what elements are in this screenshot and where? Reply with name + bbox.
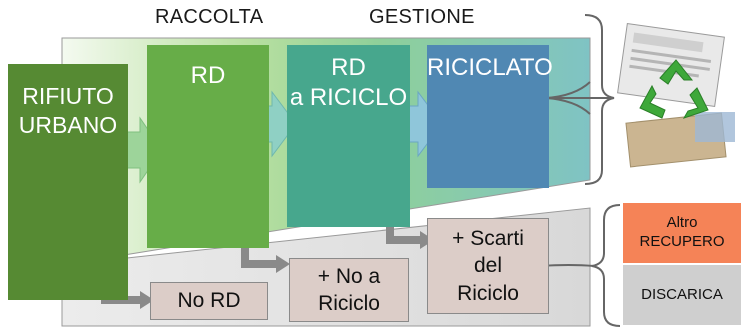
rd-riciclo-line-1: RD: [331, 54, 366, 81]
no-rd-label: No RD: [177, 289, 241, 313]
box-altro-recupero: Altro RECUPERO: [623, 203, 741, 263]
rd-riciclo-line-2: a RICICLO: [289, 84, 408, 111]
altro-line-2: RECUPERO: [639, 233, 725, 250]
no-riciclo-line-2: Riciclo: [318, 292, 380, 315]
box-no-riciclo: + No a Riciclo: [289, 258, 409, 322]
rifiuto-line-1: RIFIUTO: [22, 83, 114, 109]
bottom-brace: [591, 204, 621, 327]
header-gestione: GESTIONE: [369, 6, 475, 28]
top-brace: [584, 14, 615, 185]
altro-line-1: Altro: [666, 214, 698, 232]
header-raccolta: RACCOLTA: [155, 6, 264, 28]
box-rifiuto-urbano: RIFIUTO URBANO: [8, 64, 128, 300]
box-no-rd: No RD: [150, 282, 268, 320]
box-rd: RD: [147, 45, 269, 248]
scarti-line-3: Riciclo: [457, 281, 519, 305]
riciclato-label: RICICLATO: [427, 54, 553, 81]
rifiuto-line-2: URBANO: [18, 111, 118, 138]
scarti-line-1: + Scarti: [452, 227, 524, 251]
box-discarica: DISCARICA: [623, 265, 741, 325]
discarica-label: DISCARICA: [641, 285, 723, 303]
rd-label: RD: [190, 62, 226, 89]
top-brace-mouth: [545, 81, 591, 115]
box-riciclato: RICICLATO: [427, 45, 553, 188]
scarti-line-2: del: [473, 254, 503, 278]
no-riciclo-line-1: + No a: [317, 264, 381, 288]
box-scarti: + Scarti del Riciclo: [427, 218, 549, 314]
box-rd-riciclo: RD a RICICLO: [287, 45, 410, 227]
